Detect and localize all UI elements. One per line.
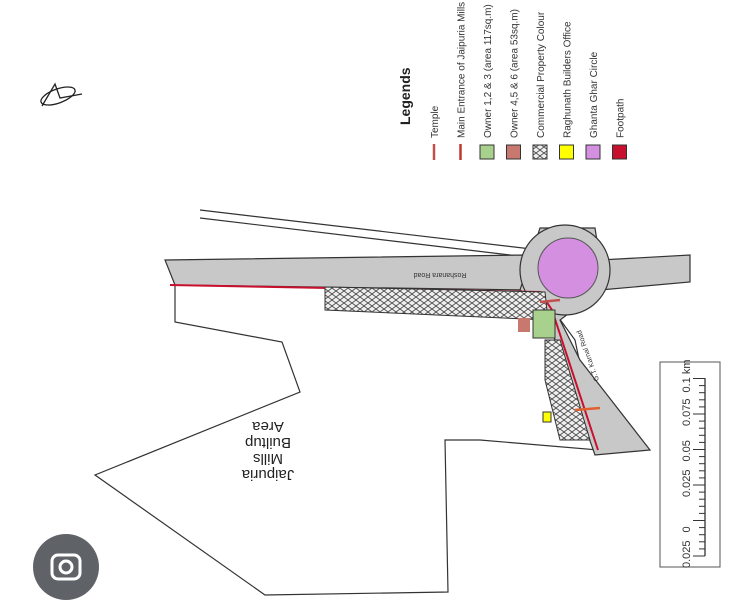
legend-label: Owner 1,2 & 3 (area 117sq.m) <box>483 4 494 138</box>
legend-label: Owner 4,5 & 6 (area 53sq.m) <box>510 9 521 138</box>
legend-item: Main Entrance of Jaipuria Mills <box>457 2 468 160</box>
scale-label: 0.075 <box>681 398 693 426</box>
raghunath-office <box>542 411 552 423</box>
legend-title: Legends <box>397 67 413 125</box>
legend: Legends Temple Main Entrance of Jaipuria … <box>397 2 627 160</box>
scale-label: 0.025 <box>681 469 693 497</box>
mills-boundary <box>93 284 599 596</box>
legend-item: Raghunath Builders Office <box>559 21 574 160</box>
main-entrance-arrow <box>574 406 601 412</box>
scale-label: 0.1 km <box>681 359 693 392</box>
legend-swatch <box>559 144 574 160</box>
upper-road-lines <box>199 209 541 259</box>
scale-label: 0 <box>681 526 693 532</box>
legend-swatch <box>612 144 627 160</box>
owner-456-plot <box>518 318 530 332</box>
svg-text:Jaipuria: Jaipuria <box>241 466 294 483</box>
legend-swatch <box>585 144 601 160</box>
compass-icon <box>40 82 83 107</box>
legend-label: Footpath <box>616 99 627 138</box>
legend-label: Raghunath Builders Office <box>563 21 574 138</box>
scale-label: 0.025 <box>681 540 693 568</box>
camera-lens-icon <box>50 553 82 581</box>
commercial-property <box>324 286 591 441</box>
scale-bar: 0.025 0 0.025 0.05 0.075 0.1 km <box>659 359 721 568</box>
legend-label: Commercial Property Colour <box>536 11 547 138</box>
owner-123-plot <box>532 309 556 339</box>
legend-label: Main Entrance of Jaipuria Mills <box>457 2 468 138</box>
svg-text:Area: Area <box>252 418 284 435</box>
legend-swatch <box>479 144 495 160</box>
legend-swatch <box>532 144 548 160</box>
legend-item: Commercial Property Colour <box>532 11 548 160</box>
svg-text:Builtup: Builtup <box>245 434 291 451</box>
legend-label: Temple <box>430 105 441 138</box>
area-label: Jaipuria Mills Builtup Area <box>241 418 294 483</box>
scale-label: 0.05 <box>681 440 693 461</box>
legend-swatch <box>506 144 521 160</box>
legend-item: Owner 1,2 & 3 (area 117sq.m) <box>479 4 495 160</box>
road-label-north: Roshanara Road <box>413 271 466 278</box>
legend-item: Temple <box>430 105 441 160</box>
legend-item: Ghanta Ghar Circle <box>585 51 601 160</box>
legend-label: Ghanta Ghar Circle <box>589 51 600 138</box>
ghanta-ghar-circle <box>537 237 599 299</box>
legend-item: Footpath <box>612 99 627 160</box>
lens-search-button[interactable] <box>33 534 99 600</box>
legend-item: Owner 4,5 & 6 (area 53sq.m) <box>506 9 521 160</box>
svg-text:Mills: Mills <box>253 450 283 467</box>
temple-arrow <box>539 298 561 304</box>
